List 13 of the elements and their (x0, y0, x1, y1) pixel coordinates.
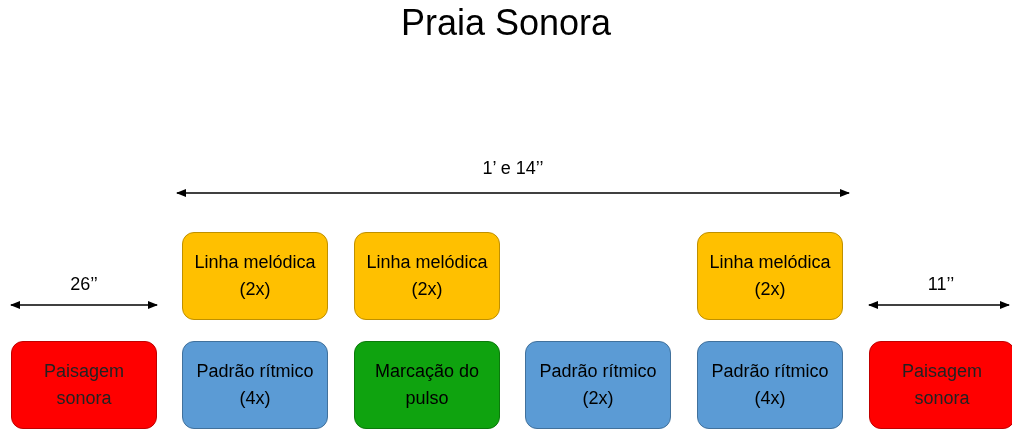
duration-label: 1’ e 14’’ (482, 158, 544, 179)
segment-box: Linha melódica (2x) (182, 232, 328, 320)
segment-box: Marcação do pulso (354, 341, 500, 429)
segment-box: Padrão rítmico (2x) (525, 341, 671, 429)
segment-box: Padrão rítmico (4x) (697, 341, 843, 429)
segment-box: Linha melódica (2x) (354, 232, 500, 320)
duration-label: 11’’ (927, 274, 955, 295)
segment-box: Paisagem sonora (11, 341, 157, 429)
segment-box: Padrão rítmico (4x) (182, 341, 328, 429)
diagram-title: Praia Sonora (399, 2, 613, 44)
segment-box: Linha melódica (2x) (697, 232, 843, 320)
segment-box: Paisagem sonora (869, 341, 1012, 429)
duration-label: 26’’ (70, 274, 98, 295)
